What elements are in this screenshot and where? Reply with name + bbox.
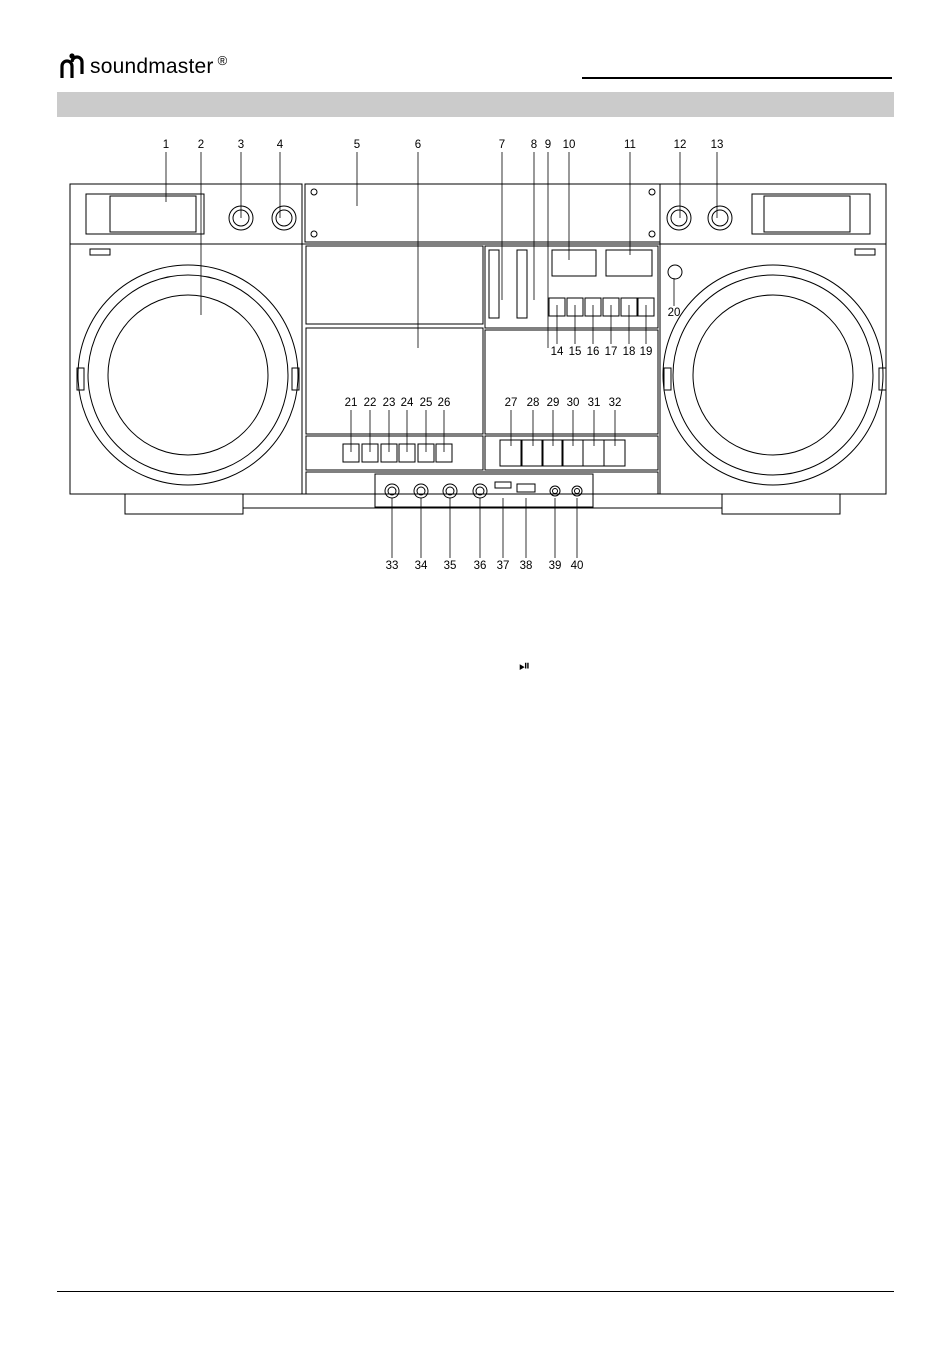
header-rule	[582, 77, 892, 79]
footer-rule	[57, 1291, 894, 1292]
callout-37: 37	[497, 560, 510, 572]
callout-4: 4	[277, 139, 284, 151]
callout-19: 19	[640, 346, 653, 358]
callout-3: 3	[238, 139, 244, 151]
display-11	[606, 250, 652, 276]
callout-2: 2	[198, 139, 204, 151]
callout-23: 23	[383, 397, 396, 409]
right-speaker-outer	[663, 265, 883, 485]
callout-34: 34	[415, 560, 428, 572]
callout-31: 31	[588, 397, 601, 409]
right-handle-block	[660, 184, 886, 244]
callout-8: 8	[531, 139, 537, 151]
callout-28: 28	[527, 397, 540, 409]
brand-logo: soundmaster ®	[58, 52, 227, 82]
soundmaster-logo-icon	[58, 52, 88, 82]
display-10	[552, 250, 596, 276]
callout-27: 27	[505, 397, 518, 409]
left-speaker-outer	[78, 265, 298, 485]
brand-name: soundmaster	[90, 55, 214, 79]
callout-12: 12	[674, 139, 687, 151]
callout-18: 18	[623, 346, 636, 358]
callout-15: 15	[569, 346, 582, 358]
callout-10: 10	[563, 139, 576, 151]
callout-33: 33	[386, 560, 399, 572]
callout-40: 40	[571, 560, 584, 572]
callout-22: 22	[364, 397, 377, 409]
callout-36: 36	[474, 560, 487, 572]
cassette-deck-upper-left	[306, 246, 483, 324]
callout-30: 30	[567, 397, 580, 409]
callout-9: 9	[545, 139, 551, 151]
callout-17: 17	[605, 346, 618, 358]
callout-16: 16	[587, 346, 600, 358]
callout-13: 13	[711, 139, 724, 151]
registered-mark: ®	[218, 53, 228, 68]
callout-14: 14	[551, 346, 564, 358]
callout-26: 26	[438, 397, 451, 409]
callout-20: 20	[668, 307, 681, 319]
callout-6: 6	[415, 139, 421, 151]
callout-39: 39	[549, 560, 562, 572]
callout-7: 7	[499, 139, 505, 151]
main-body	[70, 244, 886, 494]
callout-1: 1	[163, 139, 169, 151]
callout-29: 29	[547, 397, 560, 409]
callout-25: 25	[420, 397, 433, 409]
callout-35: 35	[444, 560, 457, 572]
callout-32: 32	[609, 397, 622, 409]
left-handle-block	[70, 184, 302, 244]
callout-24: 24	[401, 397, 414, 409]
top-center-panel	[305, 184, 660, 242]
section-title-bar	[57, 92, 894, 117]
callout-5: 5	[354, 139, 360, 151]
play-pause-icon: ⏯	[519, 659, 530, 673]
callout-38: 38	[520, 560, 533, 572]
cassette-deck-left	[306, 328, 483, 434]
callout-11: 11	[624, 139, 636, 151]
callout-21: 21	[345, 397, 358, 409]
knob-20	[668, 265, 682, 279]
